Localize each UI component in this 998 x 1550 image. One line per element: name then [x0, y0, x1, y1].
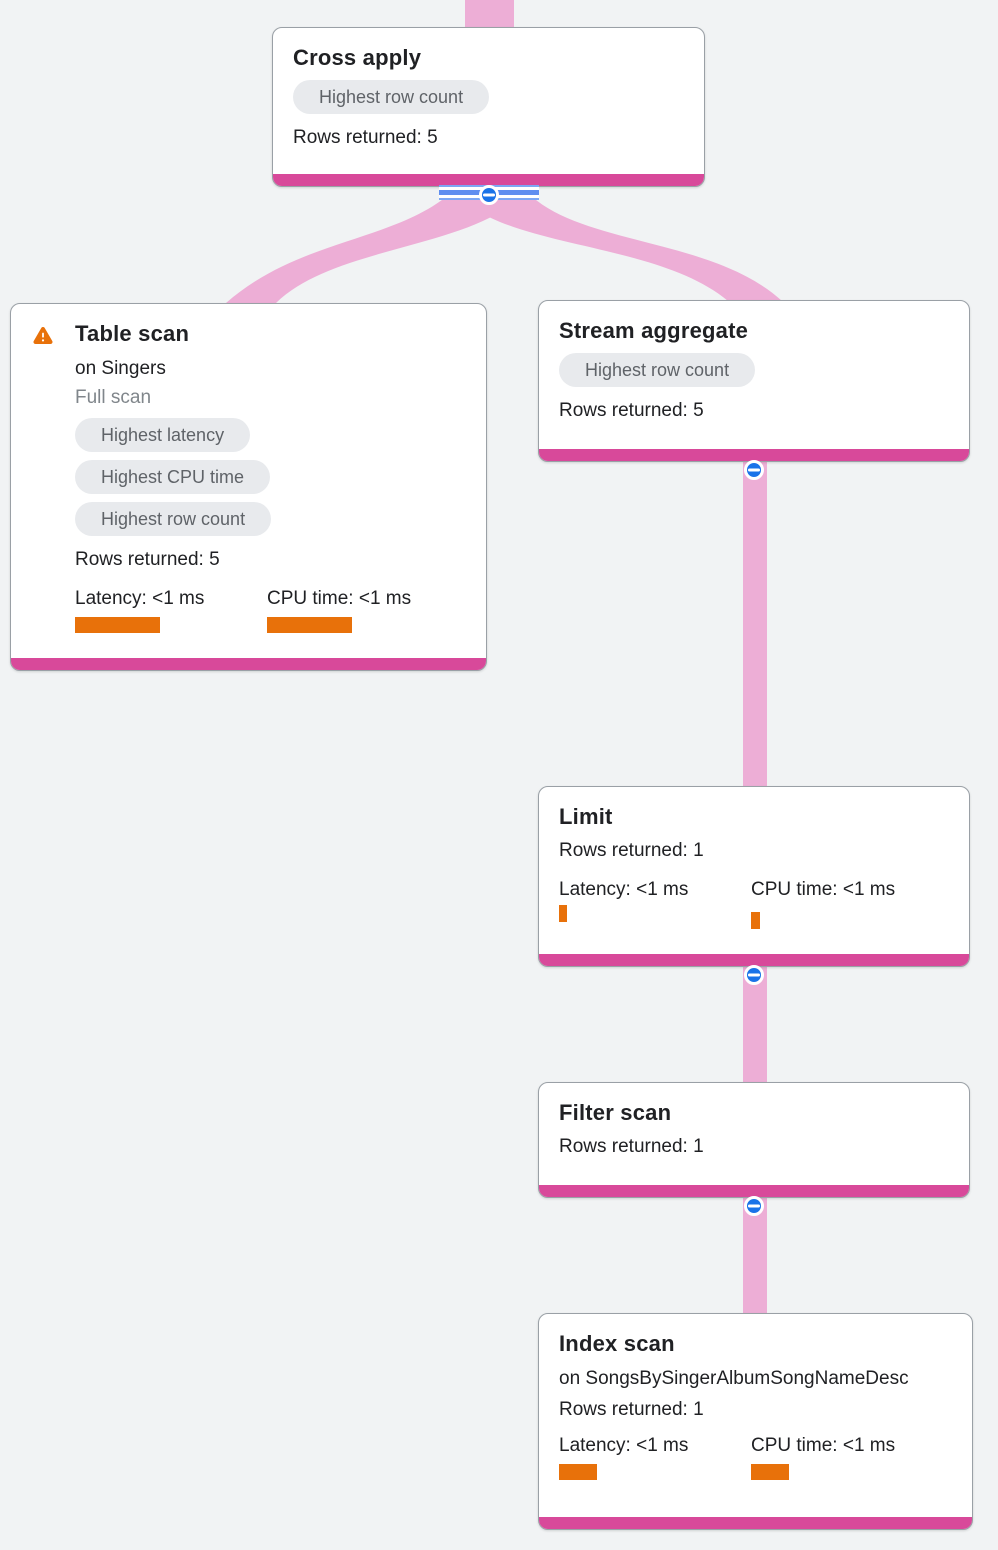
rows-returned: Rows returned: 5: [293, 127, 438, 148]
cpu-time-bar: [751, 1464, 789, 1480]
rows-returned: Rows returned: 5: [75, 549, 220, 570]
badge-chip: Highest row count: [293, 80, 490, 114]
node-title: Stream aggregate: [559, 318, 749, 343]
metric-label: CPU time: <1 ms: [751, 879, 896, 900]
metric-latency: Latency: <1 ms: [559, 1434, 751, 1480]
metric-cpu-time: CPU time: <1 ms: [751, 1434, 943, 1480]
node-title: Index scan: [559, 1331, 675, 1356]
collapse-button[interactable]: [478, 185, 499, 205]
cpu-time-bar: [751, 912, 760, 929]
badge-chip: Highest latency: [75, 418, 251, 452]
rows-returned: Rows returned: 1: [559, 1136, 704, 1157]
badge-chip: Highest CPU time: [75, 460, 271, 494]
node-title: Table scan: [75, 321, 190, 346]
metric-cpu-time: CPU time: <1 ms: [751, 878, 943, 929]
minus-icon: [482, 193, 495, 197]
node-accent-bar: [539, 1185, 969, 1197]
node-subtitle: on Singers: [75, 358, 166, 379]
badge-chip: Highest row count: [559, 353, 756, 387]
badge-chip: Highest row count: [75, 502, 272, 536]
latency-bar: [559, 1464, 597, 1480]
node-accent-bar: [539, 449, 969, 461]
minus-icon: [748, 468, 760, 472]
plan-node-index-scan[interactable]: Index scan on SongsBySingerAlbumSongName…: [538, 1313, 973, 1530]
metric-latency: Latency: <1 ms: [75, 587, 267, 633]
node-title: Cross apply: [293, 45, 422, 70]
edge-root-to-cross-apply: [465, 0, 514, 30]
edge-cross-apply-to-stream-aggregate: [455, 192, 782, 301]
node-subtitle: on SongsBySingerAlbumSongNameDesc: [559, 1368, 909, 1389]
cpu-time-bar: [267, 617, 352, 633]
metric-label: CPU time: <1 ms: [751, 1435, 896, 1456]
edge-cross-apply-to-table-scan: [226, 192, 524, 303]
plan-node-limit[interactable]: Limit Rows returned: 1 Latency: <1 ms CP…: [538, 786, 970, 985]
metric-cpu-time: CPU time: <1 ms: [267, 587, 459, 633]
plan-node-filter-scan[interactable]: Filter scan Rows returned: 1: [538, 1082, 970, 1216]
node-title: Filter scan: [559, 1100, 672, 1125]
minus-icon: [748, 1204, 760, 1208]
metric-label: Latency: <1 ms: [559, 879, 689, 900]
node-accent-bar: [11, 658, 486, 670]
collapse-button[interactable]: [744, 1196, 764, 1216]
plan-node-table-scan[interactable]: Table scan on Singers Full scan Highest …: [10, 303, 487, 671]
metric-label: Latency: <1 ms: [559, 1435, 689, 1456]
node-note: Full scan: [75, 387, 152, 408]
plan-node-cross-apply[interactable]: Cross apply Highest row count Rows retur…: [272, 27, 705, 205]
collapse-button[interactable]: [744, 460, 764, 480]
warning-icon: [31, 323, 55, 352]
plan-node-stream-aggregate[interactable]: Stream aggregate Highest row count Rows …: [538, 300, 970, 480]
latency-bar: [559, 905, 567, 922]
metric-latency: Latency: <1 ms: [559, 878, 751, 929]
rows-returned: Rows returned: 1: [559, 840, 704, 861]
node-title: Limit: [559, 804, 613, 829]
metric-label: CPU time: <1 ms: [267, 588, 412, 609]
metric-label: Latency: <1 ms: [75, 588, 205, 609]
rows-returned: Rows returned: 1: [559, 1399, 704, 1420]
minus-icon: [748, 973, 760, 977]
node-accent-bar: [539, 1517, 972, 1529]
edge-stream-aggregate-to-limit: [743, 450, 767, 795]
latency-bar: [75, 617, 160, 633]
rows-returned: Rows returned: 5: [559, 400, 704, 421]
node-accent-bar: [539, 954, 969, 966]
node-accent-bar: [273, 174, 704, 186]
collapse-button[interactable]: [744, 965, 764, 985]
